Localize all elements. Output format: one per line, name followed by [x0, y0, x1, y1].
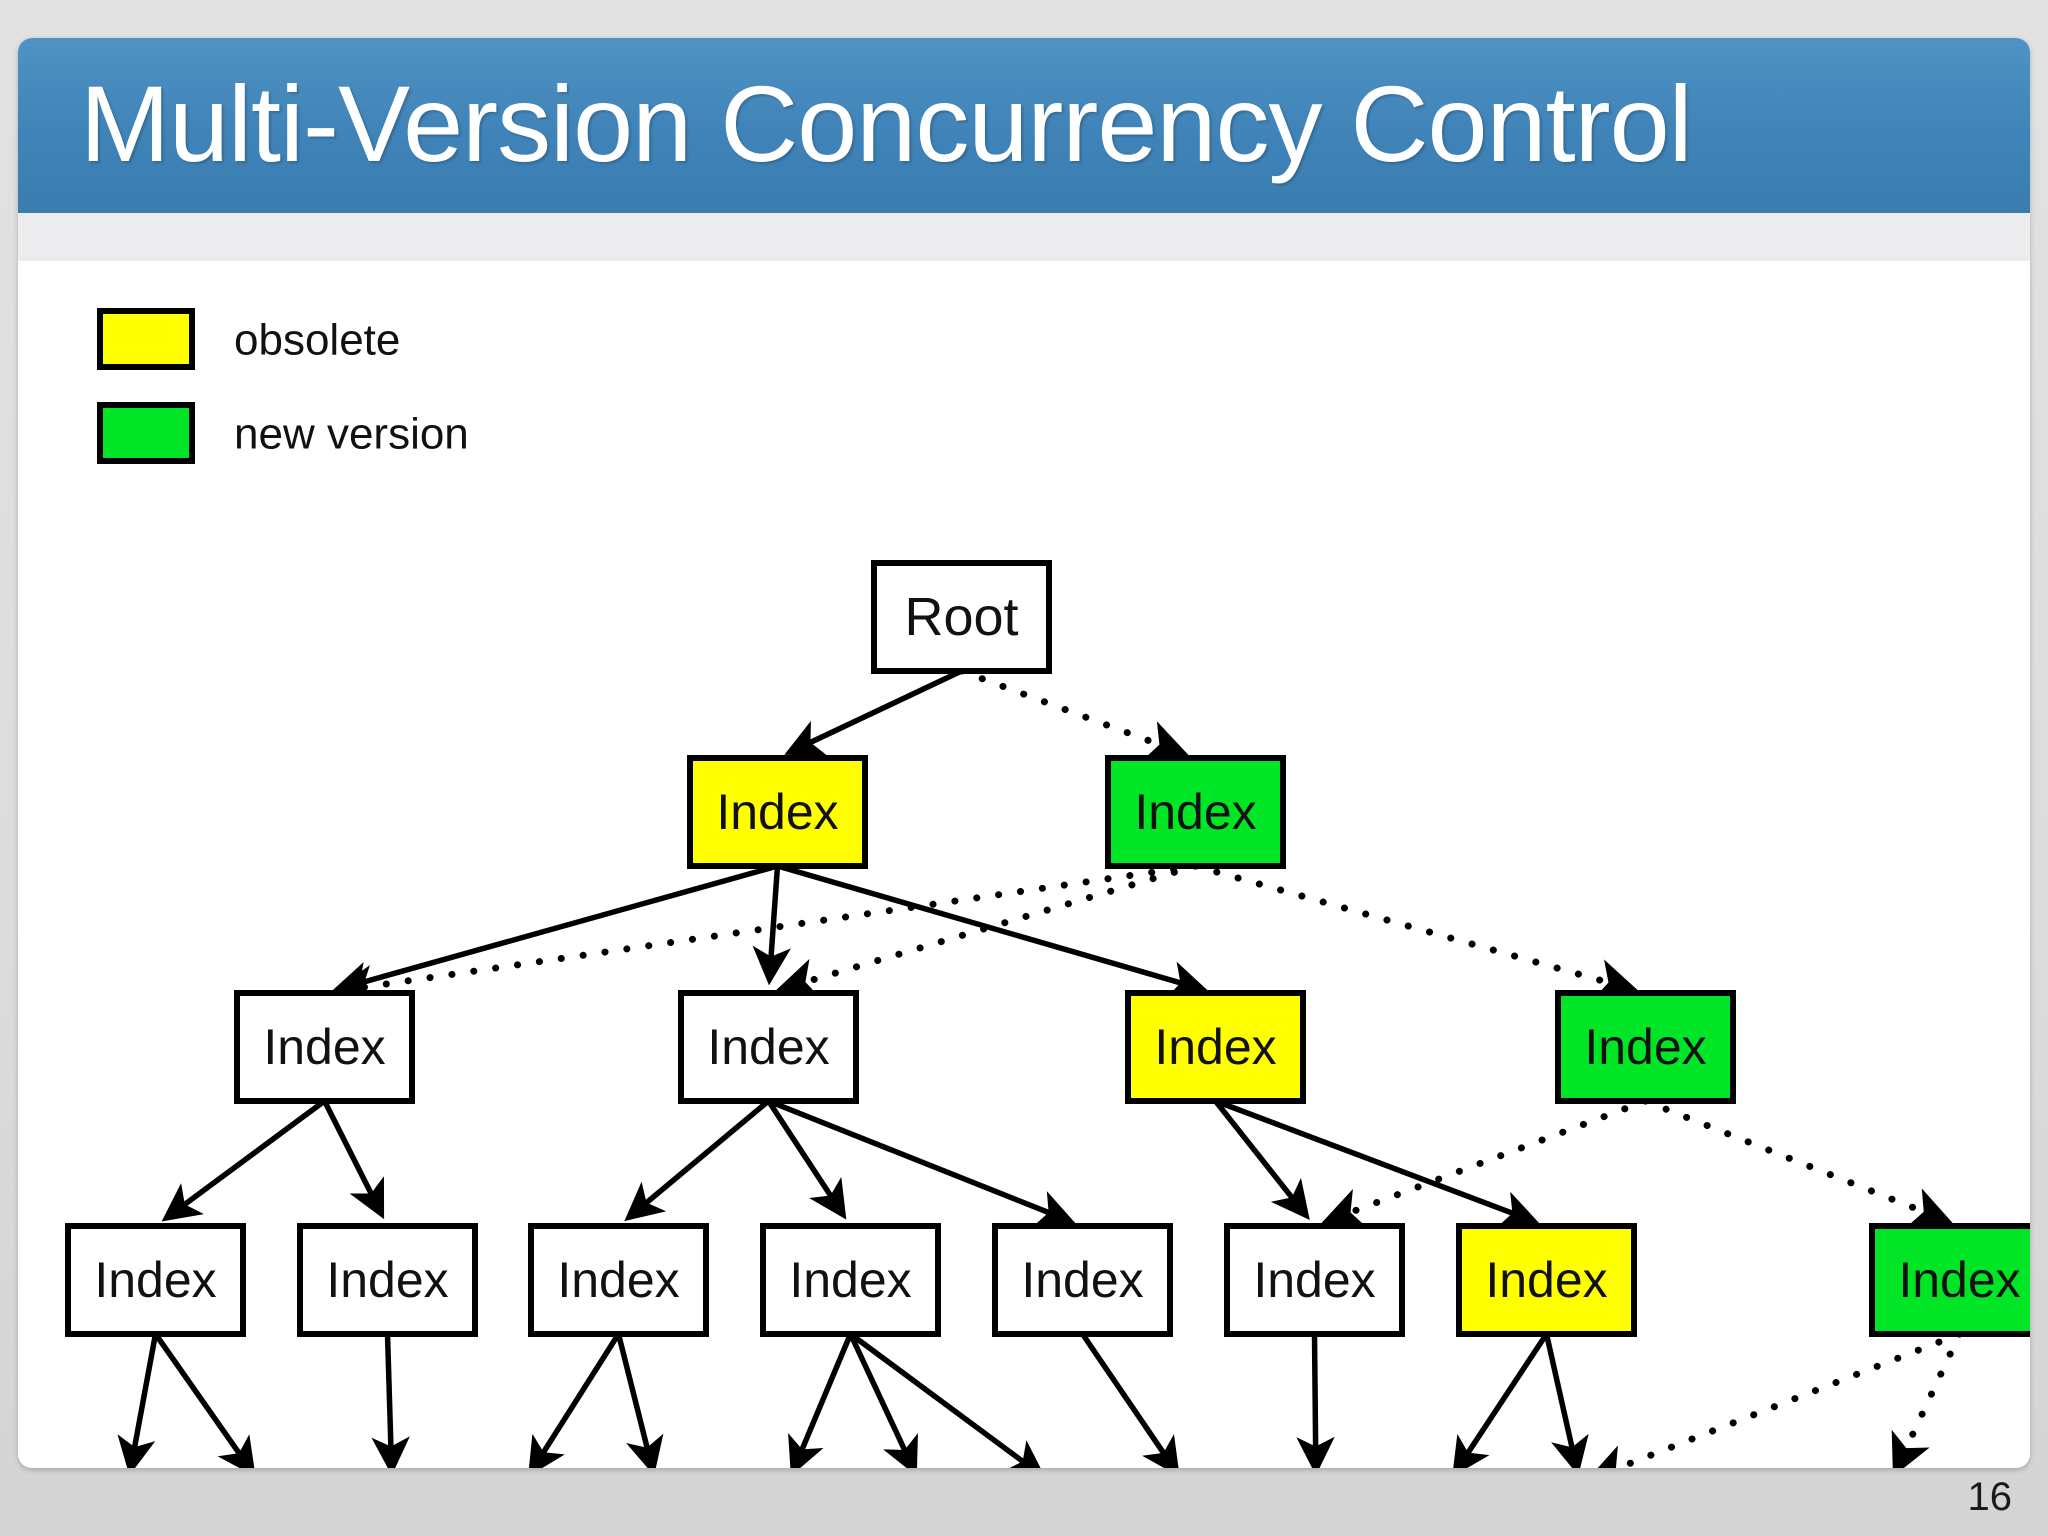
- node-label-l3f: Index: [1253, 1252, 1375, 1308]
- page-title: Multi-Version Concurrency Control: [80, 63, 1693, 184]
- node-box-l3a[interactable]: [65, 1223, 246, 1337]
- node-label-l3a: Index: [94, 1252, 216, 1308]
- node-l3c[interactable]: Index: [528, 1223, 709, 1337]
- legend-swatch-obsolete: [97, 308, 195, 370]
- node-box-l2d[interactable]: [1555, 990, 1736, 1104]
- edge-layer: [117, 667, 1963, 1468]
- node-box-l3g[interactable]: [1456, 1223, 1637, 1337]
- node-box-l3f[interactable]: [1224, 1223, 1405, 1337]
- node-l3g[interactable]: Index: [1456, 1223, 1637, 1337]
- edge-l1a-to-l2c: [776, 863, 1209, 999]
- node-l2c[interactable]: Index: [1125, 990, 1306, 1104]
- node-l3b[interactable]: Index: [297, 1223, 478, 1337]
- node-box-l3e[interactable]: [992, 1223, 1173, 1337]
- edge-l3b-to-d3: [371, 1333, 410, 1468]
- edge-l3d-to-d8: [848, 1331, 1046, 1468]
- node-label-l1a: Index: [716, 784, 838, 840]
- edge-l2a-to-l3b: [322, 1099, 385, 1220]
- edge-l2b-to-l3d: [766, 1099, 847, 1220]
- edge-l3d-to-d7: [848, 1332, 918, 1468]
- node-l3f[interactable]: Index: [1224, 1223, 1405, 1337]
- node-box-l2b[interactable]: [678, 990, 859, 1104]
- node-box-l2a[interactable]: [234, 990, 415, 1104]
- node-l2a[interactable]: Index: [234, 990, 415, 1104]
- node-label-root: Root: [904, 587, 1018, 647]
- edge-l3f-to-d10: [1296, 1333, 1335, 1468]
- edge-l1b-to-l2a: [331, 862, 1199, 1007]
- edge-l3d-to-d6: [788, 1332, 854, 1468]
- edge-l3g-to-d11: [1452, 1332, 1549, 1468]
- node-box-l3c[interactable]: [528, 1223, 709, 1337]
- edge-l3g-to-d12: [1543, 1333, 1589, 1468]
- node-l3e[interactable]: Index: [992, 1223, 1173, 1337]
- edge-l1a-to-l2a: [331, 863, 779, 1000]
- node-label-l3g: Index: [1485, 1252, 1607, 1308]
- edge-l2c-to-l3f: [1213, 1099, 1310, 1221]
- node-label-l3e: Index: [1021, 1252, 1143, 1308]
- node-box-l1a[interactable]: [687, 755, 868, 869]
- edge-l3c-to-d5: [615, 1333, 664, 1468]
- edge-l3h-to-d13: [1891, 1330, 1963, 1468]
- node-box-l2c[interactable]: [1125, 990, 1306, 1104]
- node-l1b[interactable]: Index: [1105, 755, 1286, 869]
- node-l2b[interactable]: Index: [678, 990, 859, 1104]
- node-l3a[interactable]: Index: [65, 1223, 246, 1337]
- edge-l3e-to-d9: [1080, 1332, 1180, 1468]
- node-box-l3h[interactable]: [1869, 1223, 2030, 1337]
- edge-l3a-to-d2: [153, 1332, 256, 1468]
- node-l2d[interactable]: Index: [1555, 990, 1736, 1104]
- slide-card: Multi-Version Concurrency Control obsole…: [18, 38, 2030, 1468]
- node-label-l2a: Index: [263, 1019, 385, 1075]
- edge-l2b-to-l3e: [767, 1098, 1076, 1227]
- node-label-l1b: Index: [1134, 784, 1256, 840]
- edge-root-to-l1a: [784, 668, 963, 756]
- edge-l3c-to-d4: [528, 1332, 621, 1468]
- edge-l3h-to-d12: [1586, 1330, 1963, 1468]
- node-label-l3c: Index: [557, 1252, 679, 1308]
- node-root[interactable]: Root: [871, 560, 1052, 674]
- node-label-l2c: Index: [1154, 1019, 1276, 1075]
- legend-label-obsolete: obsolete: [234, 316, 400, 365]
- node-label-l3d: Index: [789, 1252, 911, 1308]
- node-l1a[interactable]: Index: [687, 755, 868, 869]
- node-label-l2b: Index: [707, 1019, 829, 1075]
- node-label-l3h: Index: [1898, 1252, 2020, 1308]
- title-underband: [18, 213, 2030, 261]
- node-box-root[interactable]: [871, 560, 1052, 674]
- edge-root-to-l1b: [958, 667, 1189, 761]
- edge-l2c-to-l3g: [1214, 1098, 1540, 1228]
- node-label-l2d: Index: [1584, 1019, 1706, 1075]
- edge-l1b-to-l2d: [1192, 862, 1639, 1000]
- node-box-l1b[interactable]: [1105, 755, 1286, 869]
- edge-l2d-to-l3h: [1642, 1097, 1953, 1228]
- node-l3h[interactable]: Index: [1869, 1223, 2030, 1337]
- node-l3d[interactable]: Index: [760, 1223, 941, 1337]
- page-number: 16: [1967, 1475, 2013, 1519]
- edge-l3a-to-d1: [117, 1333, 159, 1468]
- legend-label-new-version: new version: [234, 410, 469, 459]
- slide-title-bar: Multi-Version Concurrency Control: [18, 38, 2030, 213]
- legend-swatch-new-version: [97, 402, 195, 464]
- node-label-l3b: Index: [326, 1252, 448, 1308]
- node-box-l3b[interactable]: [297, 1223, 478, 1337]
- edge-l1a-to-l2b: [752, 865, 791, 986]
- node-box-l3d[interactable]: [760, 1223, 941, 1337]
- edge-l2b-to-l3c: [624, 1098, 771, 1222]
- edge-l2a-to-l3a: [161, 1098, 327, 1222]
- legend: obsolete new version: [97, 308, 469, 464]
